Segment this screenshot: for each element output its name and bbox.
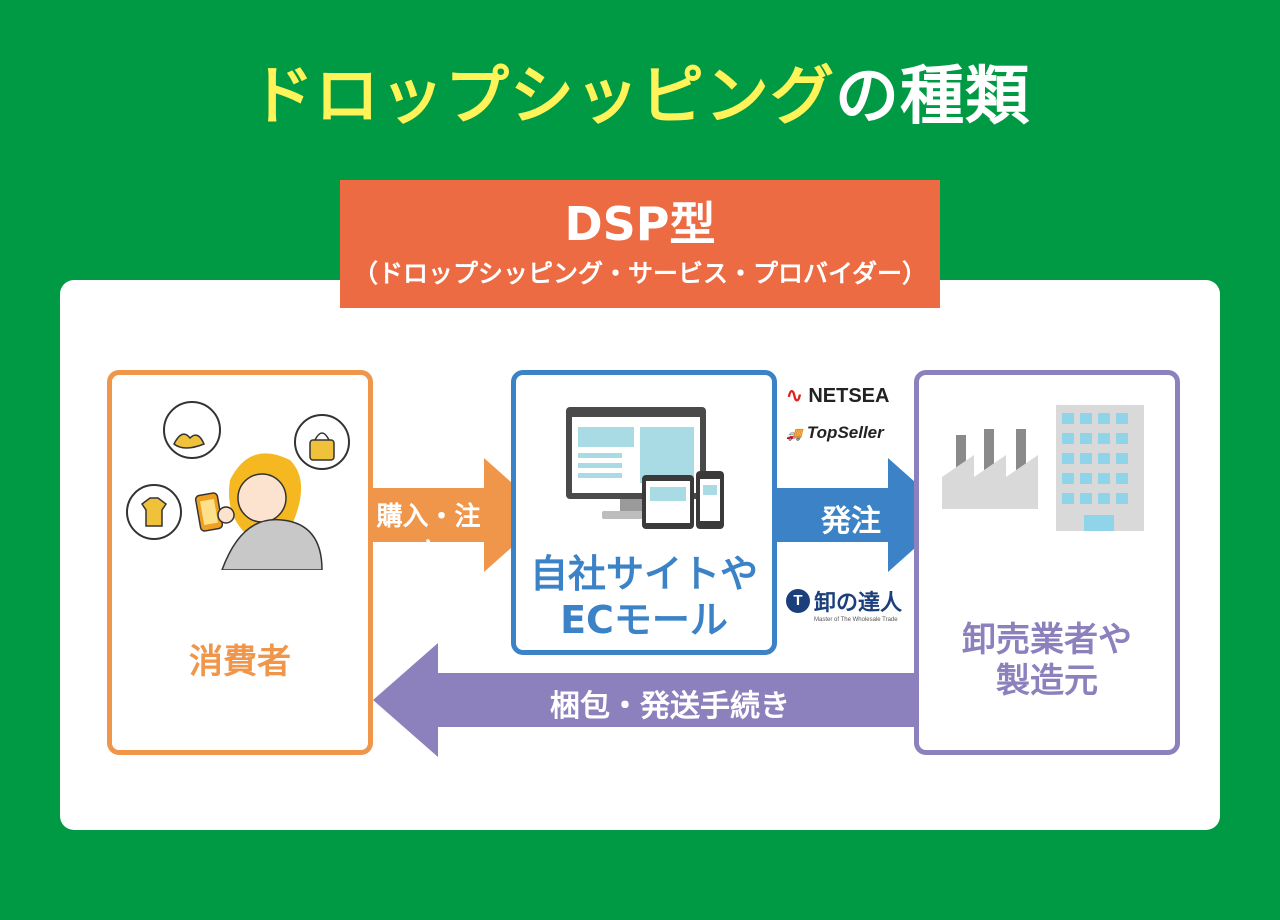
oroshi-logo-subtext: Master of The Wholesale Trade: [814, 617, 898, 623]
ec-label: 自社サイトや ECモール: [511, 552, 777, 643]
oroshi-logo-text: 卸の達人: [814, 590, 903, 615]
purchase-arrow-label: 購入・注文: [376, 502, 481, 569]
devices-illustration: [566, 407, 724, 529]
ec-label-line2: ECモール: [560, 597, 728, 642]
supplier-label: 卸売業者や 製造元: [914, 620, 1180, 702]
dsp-banner: DSP型 （ドロップシッピング・サービス・プロバイダー）: [340, 180, 940, 308]
netsea-logo-text: NETSEA: [808, 385, 890, 407]
title-highlight: ドロップシッピング: [250, 60, 835, 134]
supplier-label-line1: 卸売業者や: [962, 620, 1132, 660]
truck-icon: 🚚: [786, 426, 803, 441]
oroshi-logo: T 卸の達人 Master of The Wholesale Trade: [786, 585, 902, 623]
consumer-shopping-illustration: [126, 401, 350, 570]
topseller-logo-text: TopSeller: [806, 423, 884, 442]
supplier-label-line2: 製造元: [996, 660, 1098, 701]
banner-subtitle: （ドロップシッピング・サービス・プロバイダー）: [352, 259, 927, 288]
factory-building-illustration: [942, 405, 1144, 531]
topseller-logo: 🚚 TopSeller: [786, 423, 884, 443]
title-rest: の種類: [835, 60, 1030, 134]
banner-title: DSP型: [564, 197, 716, 251]
order-arrow-label: 発注: [821, 504, 881, 539]
page-title: ドロップシッピングの種類: [0, 52, 1280, 142]
shipping-arrow-label: 梱包・発送手続き: [550, 689, 790, 724]
netsea-mark-icon: ∿: [786, 385, 803, 407]
netsea-logo: ∿ NETSEA: [786, 383, 889, 408]
oroshi-mark-icon: T: [786, 589, 810, 613]
consumer-label: 消費者: [189, 642, 291, 682]
ec-label-line1: 自社サイトや: [529, 552, 758, 596]
